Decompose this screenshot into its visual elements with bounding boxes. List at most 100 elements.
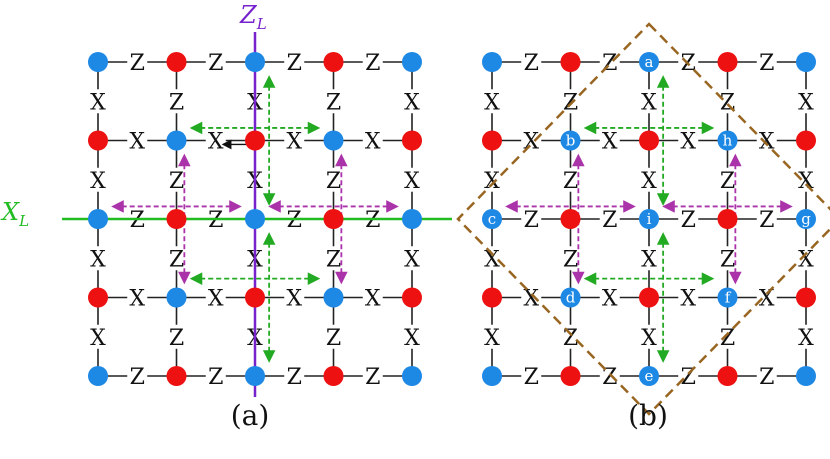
blue-qubit	[402, 209, 422, 229]
red-qubit	[796, 130, 816, 151]
label-backdrop	[678, 128, 699, 153]
red-qubit	[717, 366, 738, 386]
edge-operator-label: Z	[720, 90, 735, 115]
label-backdrop	[559, 324, 582, 349]
red-qubit	[482, 287, 502, 308]
label-backdrop	[205, 364, 226, 388]
label-backdrop	[401, 89, 423, 114]
edge-operator-label: Z	[287, 51, 302, 76]
edge-operator-label: Z	[563, 247, 578, 272]
label-backdrop	[165, 324, 188, 349]
blue-qubit	[639, 366, 659, 386]
label-backdrop	[87, 167, 109, 192]
edge-operator-label: Z	[563, 326, 578, 351]
edge-operator-label: X	[404, 169, 420, 194]
label-backdrop	[205, 285, 226, 310]
edge-operator-label: X	[759, 130, 775, 155]
red-qubit	[323, 366, 344, 386]
edge-operator-label: Z	[602, 208, 617, 233]
edge-operator-label: Z	[326, 247, 341, 272]
label-backdrop	[284, 285, 305, 310]
label-backdrop	[521, 50, 542, 74]
label-backdrop	[599, 285, 620, 310]
edge-operator-label: X	[286, 287, 302, 312]
diamond-boundary	[456, 22, 830, 416]
edge-operator-label: X	[484, 90, 500, 115]
edge-operator-label: X	[404, 90, 420, 115]
red-qubit	[402, 130, 422, 151]
blue-qubit	[796, 52, 816, 72]
blue-qubit	[323, 287, 344, 308]
edge-operator-label: Z	[130, 51, 145, 76]
edge-operator-label: X	[680, 130, 696, 155]
edge-operator-label: Z	[602, 51, 617, 76]
label-backdrop	[401, 246, 423, 271]
blue-qubit	[88, 52, 108, 72]
blue-qubit	[245, 366, 265, 386]
label-backdrop	[127, 364, 148, 388]
panel-b-label: (b)	[628, 399, 668, 432]
z-logical-label: ZL	[239, 1, 267, 33]
label-backdrop	[559, 89, 582, 114]
edge-operator-label: Z	[169, 169, 184, 194]
label-backdrop	[521, 285, 542, 310]
edge-operator-label: X	[90, 169, 106, 194]
label-backdrop	[795, 89, 817, 114]
red-qubit	[560, 366, 581, 386]
edge-operator-label: X	[798, 90, 814, 115]
node-letter: e	[645, 367, 654, 385]
label-backdrop	[362, 285, 383, 310]
label-backdrop	[322, 324, 345, 349]
x-logical-label: XL	[0, 198, 29, 230]
label-backdrop	[127, 50, 148, 74]
stabilizer-arrows	[505, 75, 793, 363]
edge-operator-label: Z	[759, 365, 774, 390]
edge-operator-label: Z	[720, 247, 735, 272]
blue-qubit	[717, 130, 738, 151]
edge-operator-label: Z	[326, 169, 341, 194]
label-backdrop	[795, 324, 817, 349]
label-backdrop	[87, 246, 109, 271]
edge-operator-label: Z	[208, 51, 223, 76]
blue-qubit	[245, 52, 265, 72]
label-backdrop	[401, 167, 423, 192]
label-backdrop	[638, 167, 660, 192]
edge-operator-label: X	[484, 169, 500, 194]
edge-operator-label: Z	[208, 365, 223, 390]
edge-operator-label: Z	[169, 326, 184, 351]
node-letter: i	[647, 210, 652, 228]
blue-qubit	[88, 366, 108, 386]
red-qubit	[323, 209, 344, 229]
label-backdrop	[716, 324, 739, 349]
edge-operator-label: X	[286, 130, 302, 155]
label-backdrop	[638, 324, 660, 349]
edge-operator-label: X	[641, 90, 657, 115]
red-qubit	[639, 130, 659, 151]
node-letter: c	[488, 210, 496, 228]
edge-operator-label: Z	[365, 51, 380, 76]
node-letter: b	[566, 132, 576, 150]
label-backdrop	[127, 285, 148, 310]
edge-operator-label: X	[484, 247, 500, 272]
label-backdrop	[521, 207, 542, 231]
label-backdrop	[795, 246, 817, 271]
blue-qubit	[88, 209, 108, 229]
label-backdrop	[362, 364, 383, 388]
edge-operator-label: Z	[326, 90, 341, 115]
label-backdrop	[205, 128, 226, 153]
blue-qubit	[323, 130, 344, 151]
label-backdrop	[401, 324, 423, 349]
node-letter: a	[645, 53, 654, 71]
label-backdrop	[599, 128, 620, 153]
label-backdrop	[284, 50, 305, 74]
edge-operator-label: X	[90, 90, 106, 115]
label-backdrop	[521, 364, 542, 388]
edge-operator-label: Z	[759, 51, 774, 76]
logical-labels: ZL XL	[0, 1, 267, 230]
blue-qubit	[639, 52, 659, 72]
label-backdrop	[678, 285, 699, 310]
label-backdrop	[678, 50, 699, 74]
label-backdrop	[481, 89, 503, 114]
node-letter: h	[723, 132, 733, 150]
